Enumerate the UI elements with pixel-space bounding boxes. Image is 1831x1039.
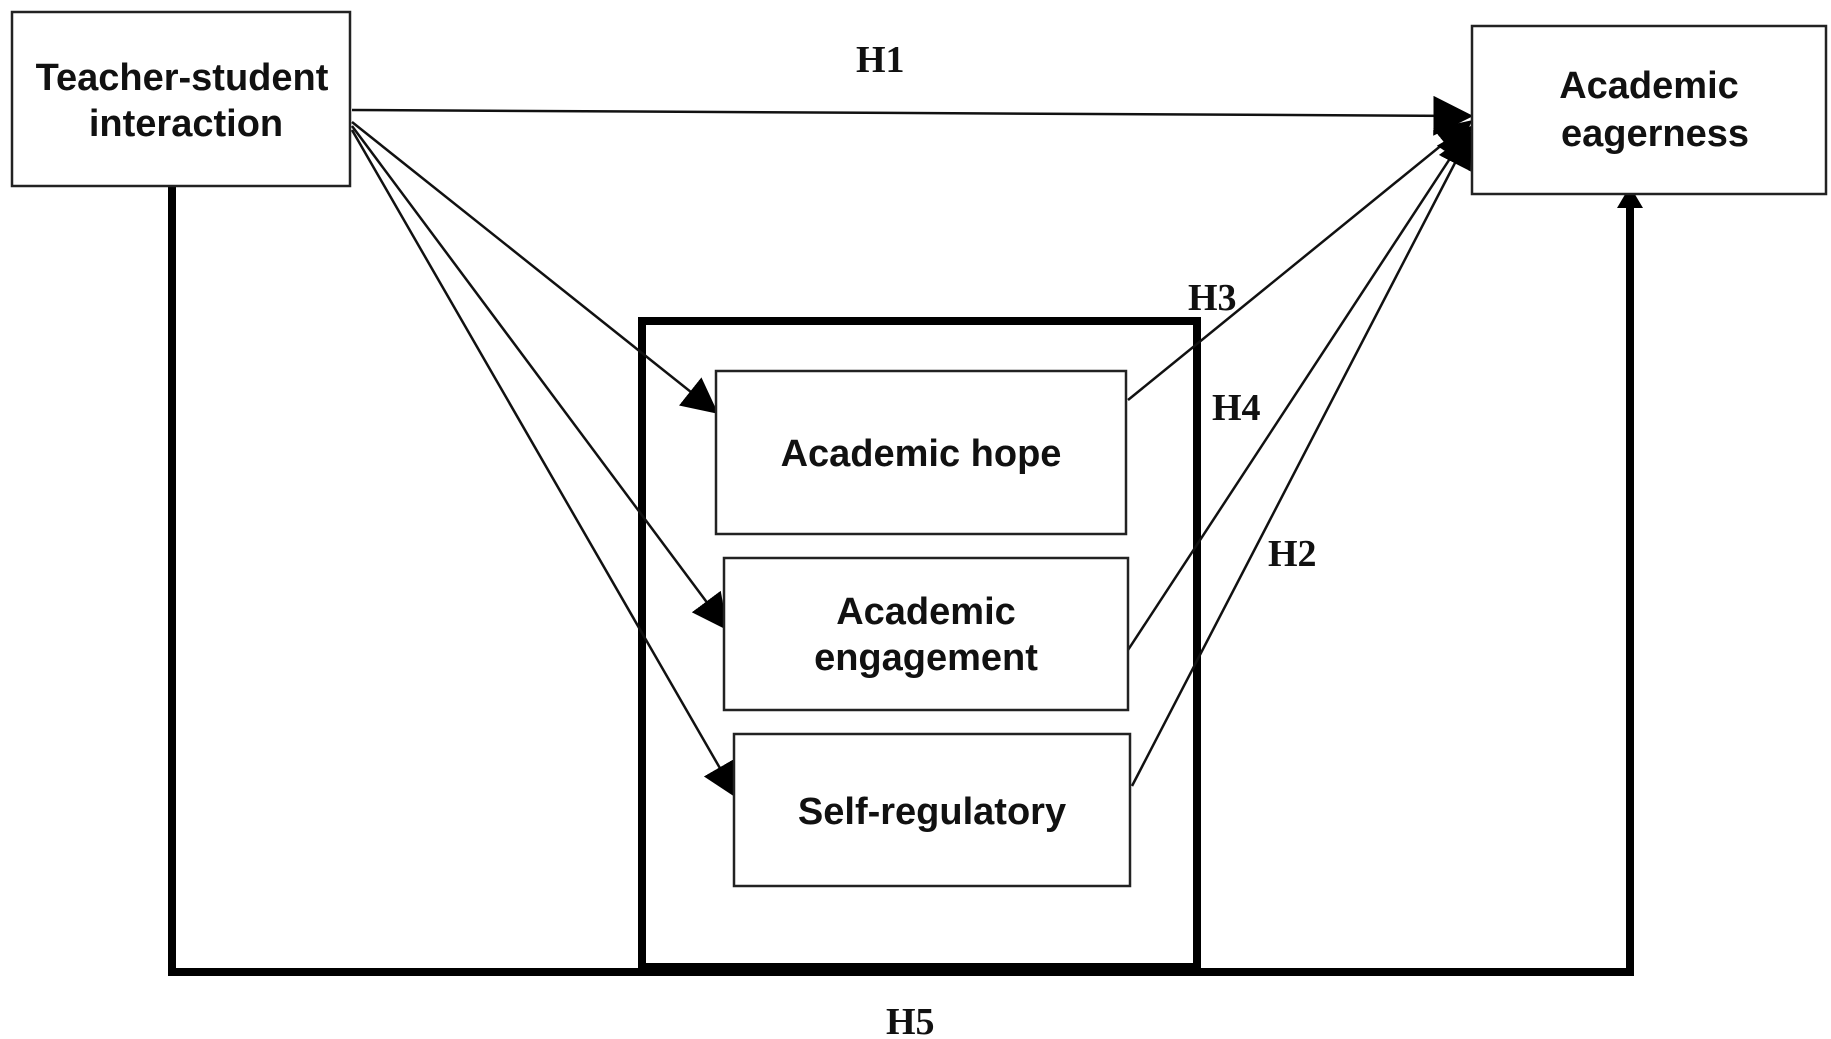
- hope-label: Academic hope: [781, 433, 1062, 475]
- teacher-student-label-line2: interaction: [89, 103, 283, 145]
- teacher-student-label-line1: Teacher-student: [36, 57, 329, 99]
- node-academic-eagerness: Academic eagerness: [1470, 24, 1828, 196]
- h5-label: H5: [886, 1001, 935, 1039]
- path-hope-to-eagerness: [1127, 120, 1473, 401]
- path-self-regulatory-to-eagerness: [1130, 131, 1472, 787]
- node-academic-engagement: Academic engagement: [722, 556, 1130, 712]
- self-regulatory-label: Self-regulatory: [798, 791, 1066, 833]
- eagerness-label-line1: Academic: [1559, 65, 1739, 107]
- node-academic-hope: Academic hope: [714, 369, 1128, 536]
- node-self-regulatory: Self-regulatory: [732, 732, 1132, 888]
- path-engagement-to-eagerness: [1126, 125, 1472, 651]
- eagerness-label-line2: eagerness: [1561, 113, 1749, 155]
- mediator-container: [638, 317, 1201, 971]
- node-teacher-student-interaction: Teacher-student interaction: [10, 10, 352, 188]
- engagement-label-line1: Academic: [836, 591, 1016, 633]
- path-ts-to-engagement: [350, 125, 728, 631]
- h1-arrow: [351, 95, 1474, 136]
- path-ts-to-self-regulatory: [350, 129, 738, 799]
- path-ts-to-hope: [351, 121, 719, 414]
- h3-label: H3: [1188, 277, 1237, 319]
- engagement-label-line2: engagement: [814, 637, 1038, 679]
- h5-arrowhead: [1617, 186, 1643, 208]
- h4-label: H4: [1212, 387, 1261, 429]
- h1-label: H1: [856, 39, 905, 81]
- h2-label: H2: [1268, 533, 1317, 575]
- h5-path: [168, 186, 1634, 976]
